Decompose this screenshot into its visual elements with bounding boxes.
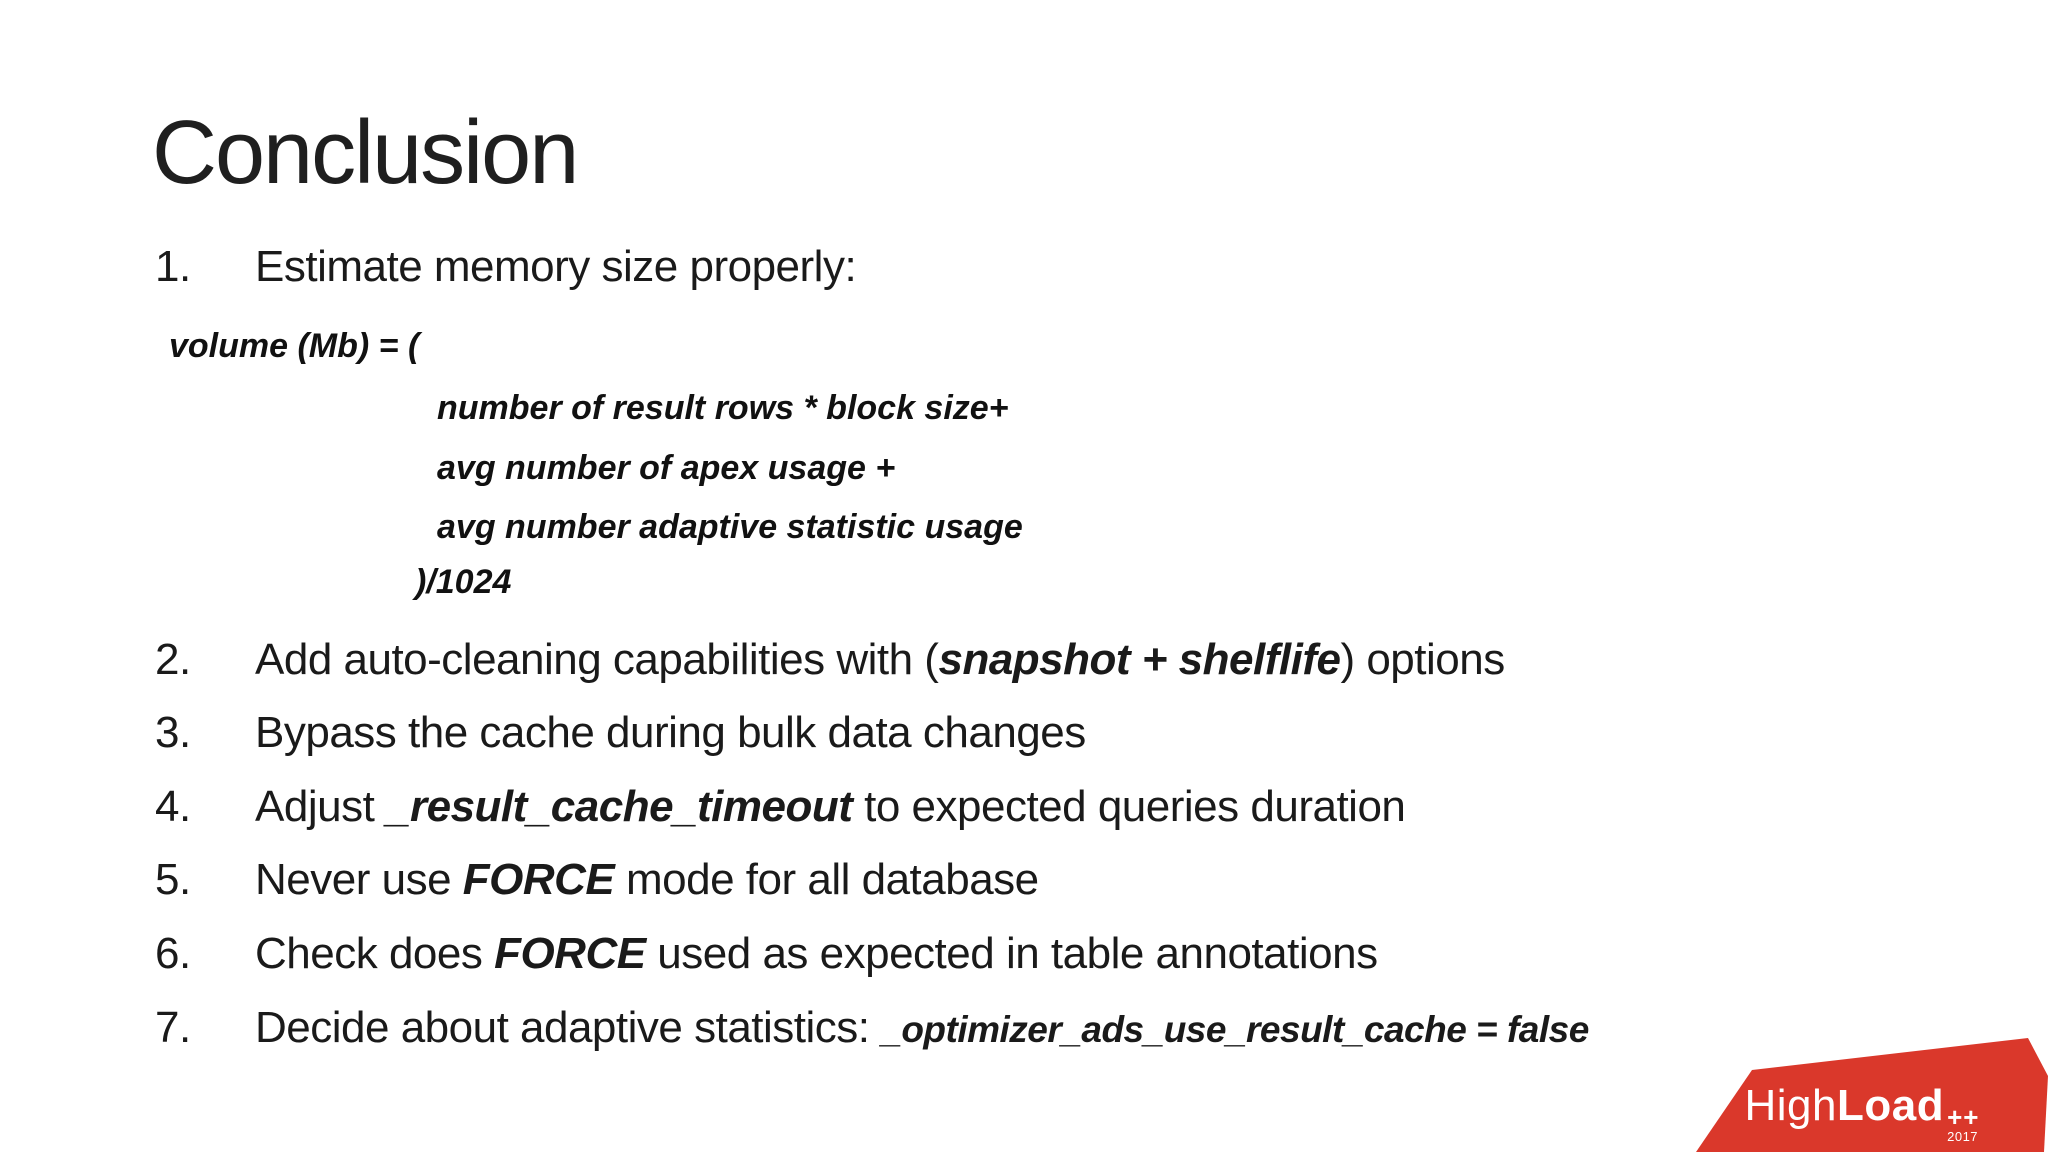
- logo-plusplus: ++: [1947, 1102, 1980, 1132]
- slide-title: Conclusion: [152, 103, 579, 203]
- text-segment-bold: _result_cache_timeout: [386, 782, 853, 831]
- list-item-number: 5.: [155, 855, 191, 904]
- list-item-text: Add auto-cleaning capabilities with (sna…: [255, 635, 1505, 684]
- formula-line-3: avg number of apex usage +: [437, 449, 896, 487]
- list-item-1: 1. Estimate memory size properly:: [155, 241, 857, 294]
- formula-line-2: number of result rows * block size+: [437, 389, 1009, 427]
- list-item-5: 5. Never use FORCE mode for all database: [155, 854, 1039, 907]
- text-segment: Add auto-cleaning capabilities with (: [255, 635, 939, 684]
- list-item-text: Check does FORCE used as expected in tab…: [255, 929, 1378, 978]
- text-segment-bold: snapshot + shelflife: [938, 635, 1341, 684]
- list-item-text: Bypass the cache during bulk data change…: [255, 708, 1086, 757]
- list-item-6: 6. Check does FORCE used as expected in t…: [155, 928, 1378, 981]
- text-segment-bold: FORCE: [494, 929, 646, 978]
- text-segment: to expected queries duration: [852, 782, 1406, 831]
- logo-word-high: High: [1744, 1081, 1837, 1130]
- list-item-text: Never use FORCE mode for all database: [255, 855, 1039, 904]
- list-item-3: 3. Bypass the cache during bulk data chan…: [155, 707, 1086, 760]
- text-segment: Check does: [255, 929, 495, 978]
- text-segment: mode for all database: [614, 855, 1039, 904]
- list-item-number: 1.: [155, 242, 191, 291]
- list-item-number: 3.: [155, 708, 191, 757]
- text-segment: Never use: [255, 855, 463, 904]
- list-item-number: 4.: [155, 782, 191, 831]
- logo-year: 2017: [1947, 1129, 1979, 1145]
- logo-plus-year: ++2017: [1947, 1102, 1980, 1145]
- list-item-4: 4. Adjust _result_cache_timeout to expect…: [155, 781, 1406, 834]
- text-segment: Bypass the cache during bulk data change…: [255, 708, 1086, 757]
- formula-line-4: avg number adaptive statistic usage: [437, 508, 1023, 546]
- formula-line-5: )/1024: [415, 563, 512, 601]
- text-segment: Adjust: [255, 782, 387, 831]
- list-item-number: 6.: [155, 929, 191, 978]
- list-item-text: Estimate memory size properly:: [255, 242, 857, 291]
- text-segment: Decide about adaptive statistics:: [255, 1003, 882, 1052]
- list-item-2: 2. Add auto-cleaning capabilities with (s…: [155, 634, 1505, 687]
- text-segment: Estimate memory size properly:: [255, 242, 857, 291]
- text-segment-bold: _optimizer_ads_use_result_cache = false: [881, 1009, 1589, 1050]
- list-item-text: Decide about adaptive statistics: _optim…: [255, 1003, 1589, 1052]
- list-item-number: 7.: [155, 1003, 191, 1052]
- formula-line-1: volume (Mb) = (: [169, 327, 420, 365]
- text-segment: ) options: [1340, 635, 1505, 684]
- text-segment: used as expected in table annotations: [645, 929, 1378, 978]
- list-item-number: 2.: [155, 635, 191, 684]
- list-item-text: Adjust _result_cache_timeout to expected…: [255, 782, 1406, 831]
- text-segment-bold: FORCE: [462, 855, 615, 904]
- logo-word-load: Load: [1837, 1081, 1945, 1130]
- list-item-7: 7. Decide about adaptive statistics: _opt…: [155, 1002, 1589, 1055]
